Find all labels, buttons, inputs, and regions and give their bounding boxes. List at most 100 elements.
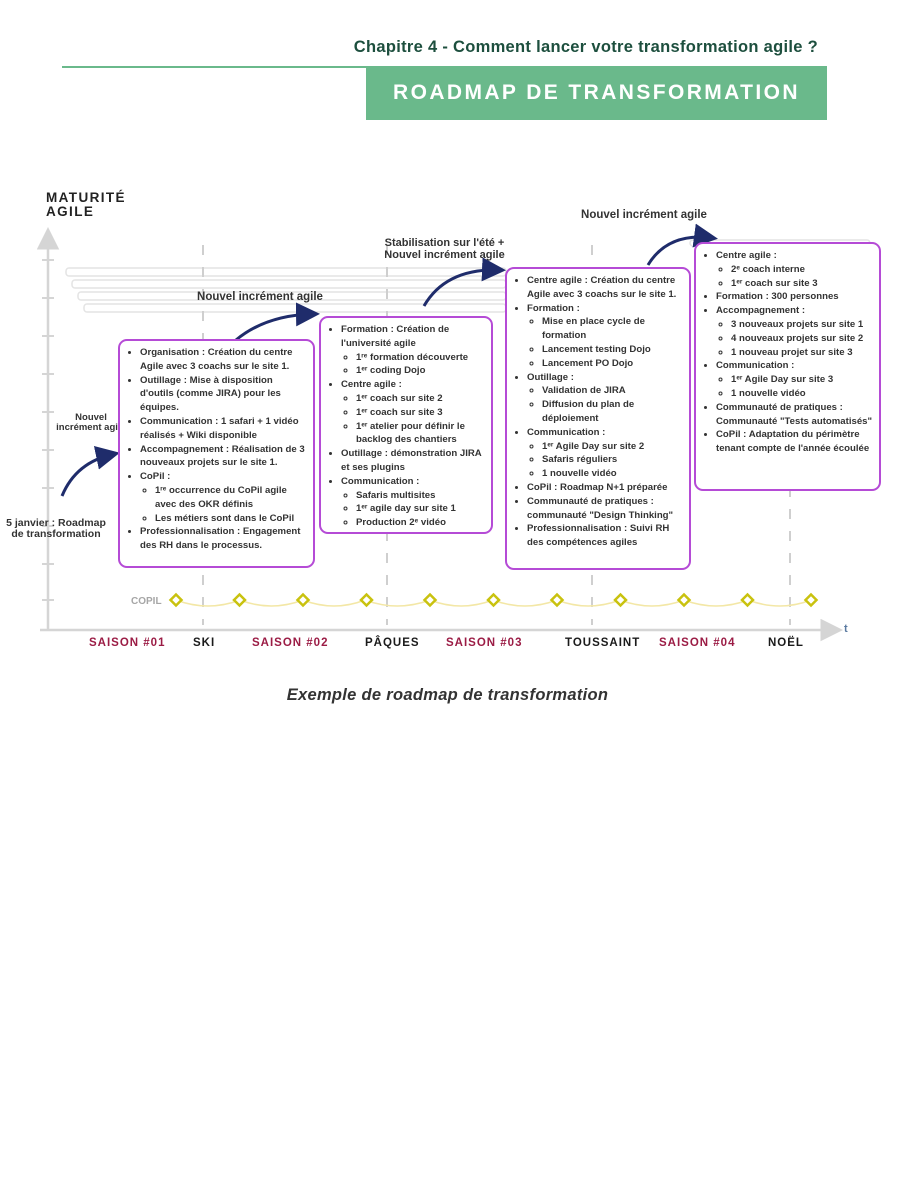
box-item-text: Accompagnement : Réalisation de 3 nouvea…	[140, 443, 305, 469]
copil-diamond	[613, 592, 628, 608]
copil-diamond	[549, 592, 565, 608]
box-item-text: Professionnalisation : Engagement des RH…	[140, 526, 301, 552]
box-item: Communication : 1 safari + 1 vidéo réali…	[140, 415, 309, 443]
copil-diamond	[359, 592, 374, 608]
box-item: Outillage : Mise à disposition d'outils …	[140, 374, 309, 415]
box-subitem: 1ᵉʳ coach sur site 3	[731, 277, 875, 291]
copil-diamond	[422, 592, 438, 608]
box-subitem: Safaris multisites	[356, 489, 487, 503]
box-item-text: Professionnalisation : Suivi RH des comp…	[527, 523, 670, 549]
box-subitem: 1ᵉʳ coach sur site 2	[356, 392, 487, 406]
season-3-box: Centre agile : Création du centre Agile …	[505, 267, 691, 570]
box-item-text: CoPil : Roadmap N+1 préparée	[527, 481, 668, 493]
box-item: CoPil :1ʳᵉ occurrence du CoPil agile ave…	[140, 470, 309, 525]
box-item: Centre agile :2ᵉ coach interne1ᵉʳ coach …	[716, 249, 875, 290]
box-item: Formation :Mise en place cycle de format…	[527, 302, 685, 371]
timeline-label-4: SAISON #03	[446, 637, 523, 649]
box-item: Accompagnement :3 nouveaux projets sur s…	[716, 304, 875, 359]
box-sublist: Validation de JIRADiffusion du plan de d…	[527, 384, 685, 425]
box-item-text: Outillage : Mise à disposition d'outils …	[140, 374, 281, 414]
box-item: Professionnalisation : Suivi RH des comp…	[527, 522, 685, 550]
box-item-text: Organisation : Création du centre Agile …	[140, 347, 293, 372]
timeline-label-6: SAISON #04	[659, 637, 736, 649]
box-subitem: 1ᵉʳ Agile Day sur site 2	[542, 440, 685, 454]
box-item-text: Communication : 1 safari + 1 vidéo réali…	[140, 415, 299, 441]
box-item-text: Formation : 300 personnes	[716, 291, 839, 303]
box-subitem: 1ᵉʳ coach sur site 3	[356, 406, 487, 420]
box-item: Communication :1ᵉʳ Agile Day sur site 2S…	[527, 426, 685, 481]
box-subitem: Production 2ᵉ vidéo	[356, 516, 487, 530]
box-item: Communication : Safaris multisites1ᵉʳ agi…	[341, 475, 487, 530]
box-subitem: 1 nouveau projet sur site 3	[731, 346, 875, 360]
box-sublist: 1ʳᵉ formation découverte1ᵉʳ coding Dojo	[341, 351, 487, 379]
box-item: Outillage :Validation de JIRADiffusion d…	[527, 371, 685, 426]
box-item: Organisation : Création du centre Agile …	[140, 346, 309, 374]
box-item-text: Outillage : démonstration JIRA et ses pl…	[341, 448, 482, 473]
season-2-box: Formation : Création de l'université agi…	[319, 316, 493, 534]
timeline-label-0: SAISON #01	[89, 637, 166, 649]
box-list: Centre agile : Création du centre Agile …	[511, 274, 685, 550]
increment-label-2: Nouvel incrément agile	[197, 291, 323, 303]
box-item-text: Centre agile :	[341, 379, 402, 391]
x-axis-label: t	[844, 623, 848, 635]
box-item: Communication :1ᵉʳ Agile Day sur site 31…	[716, 359, 875, 400]
increment-label-3: Stabilisation sur l'été + Nouvel incréme…	[384, 237, 505, 261]
box-item-text: Communauté de pratiques : communauté "De…	[527, 495, 674, 521]
copil-diamond	[295, 592, 311, 608]
timeline-label-7: NOËL	[768, 637, 804, 649]
chapter-title: Chapitre 4 - Comment lancer votre transf…	[353, 38, 818, 56]
box-sublist: 2ᵉ coach interne1ᵉʳ coach sur site 3	[716, 263, 875, 291]
box-item-text: Communication :	[716, 360, 795, 372]
increment-arrow-4	[646, 223, 718, 266]
box-item-text: Accompagnement :	[716, 305, 806, 317]
increment-arrow-3	[422, 257, 506, 307]
timeline-label-2: SAISON #02	[252, 637, 329, 649]
box-item-text: CoPil : Adaptation du périmètre tenant c…	[716, 429, 870, 455]
y-axis-label: MATURITÉ AGILE	[46, 190, 126, 220]
copil-diamond	[232, 592, 247, 608]
figure-caption: Exemple de roadmap de transformation	[286, 686, 609, 704]
box-item: Formation : 300 personnes	[716, 290, 875, 304]
box-subitem: Lancement PO Dojo	[542, 357, 685, 371]
box-list: Centre agile :2ᵉ coach interne1ᵉʳ coach …	[700, 249, 875, 456]
box-subitem: 2ᵉ coach interne	[731, 263, 875, 277]
box-subitem: 1 nouvelle vidéo	[542, 467, 685, 481]
box-item-text: Outillage :	[527, 371, 574, 383]
season-1-box: Organisation : Création du centre Agile …	[118, 339, 315, 568]
start-label: 5 janvier : Roadmap de transformation	[6, 517, 106, 541]
box-sublist: Safaris multisites1ᵉʳ agile day sur site…	[341, 489, 487, 530]
box-subitem: Validation de JIRA	[542, 384, 685, 398]
box-list: Organisation : Création du centre Agile …	[124, 346, 309, 553]
increment-label-1: Nouvel incrément agile	[56, 412, 126, 433]
timeline-label-5: TOUSSAINT	[565, 637, 641, 649]
box-sublist: 1ᵉʳ Agile Day sur site 2Safaris régulier…	[527, 440, 685, 481]
timeline-label-1: SKI	[193, 637, 216, 649]
box-item: Formation : Création de l'université agi…	[341, 323, 487, 378]
box-item-text: Formation :	[527, 302, 580, 314]
copil-diamond	[676, 592, 692, 608]
box-subitem: Mise en place cycle de formation	[542, 315, 685, 343]
timeline-label-3: PÂQUES	[365, 637, 420, 649]
copil-diamond	[168, 592, 184, 608]
box-subitem: 3 nouveaux projets sur site 1	[731, 318, 875, 332]
box-sublist: 1ᵉʳ Agile Day sur site 31 nouvelle vidéo	[716, 373, 875, 401]
box-item: Centre agile :1ᵉʳ coach sur site 21ᵉʳ co…	[341, 378, 487, 447]
increment-label-4: Nouvel incrément agile	[581, 209, 707, 221]
box-subitem: 1ʳᵉ formation découverte	[356, 351, 487, 365]
box-sublist: 1ʳᵉ occurrence du CoPil agile avec des O…	[140, 484, 309, 525]
box-subitem: 4 nouveaux projets sur site 2	[731, 332, 875, 346]
increment-arrow-1	[60, 445, 120, 497]
season-4-box: Centre agile :2ᵉ coach interne1ᵉʳ coach …	[694, 242, 881, 491]
box-subitem: 1ᵉʳ atelier pour définir le backlog des …	[356, 420, 487, 448]
section-banner: ROADMAP DE TRANSFORMATION	[366, 66, 827, 120]
box-subitem: 1ᵉʳ agile day sur site 1	[356, 502, 487, 516]
roadmap-figure: MATURITÉ AGILE t Nouvel incrément agile …	[0, 180, 900, 670]
box-subitem: Lancement testing Dojo	[542, 343, 685, 357]
box-sublist: 1ᵉʳ coach sur site 21ᵉʳ coach sur site 3…	[341, 392, 487, 447]
copil-diamond	[486, 592, 501, 608]
box-item: Communauté de pratiques : communauté "De…	[527, 495, 685, 523]
box-item-text: Communication :	[341, 475, 420, 487]
box-item: Communauté de pratiques : Communauté "Te…	[716, 401, 875, 429]
box-subitem: 1ᵉʳ coding Dojo	[356, 364, 487, 378]
box-item: Centre agile : Création du centre Agile …	[527, 274, 685, 302]
